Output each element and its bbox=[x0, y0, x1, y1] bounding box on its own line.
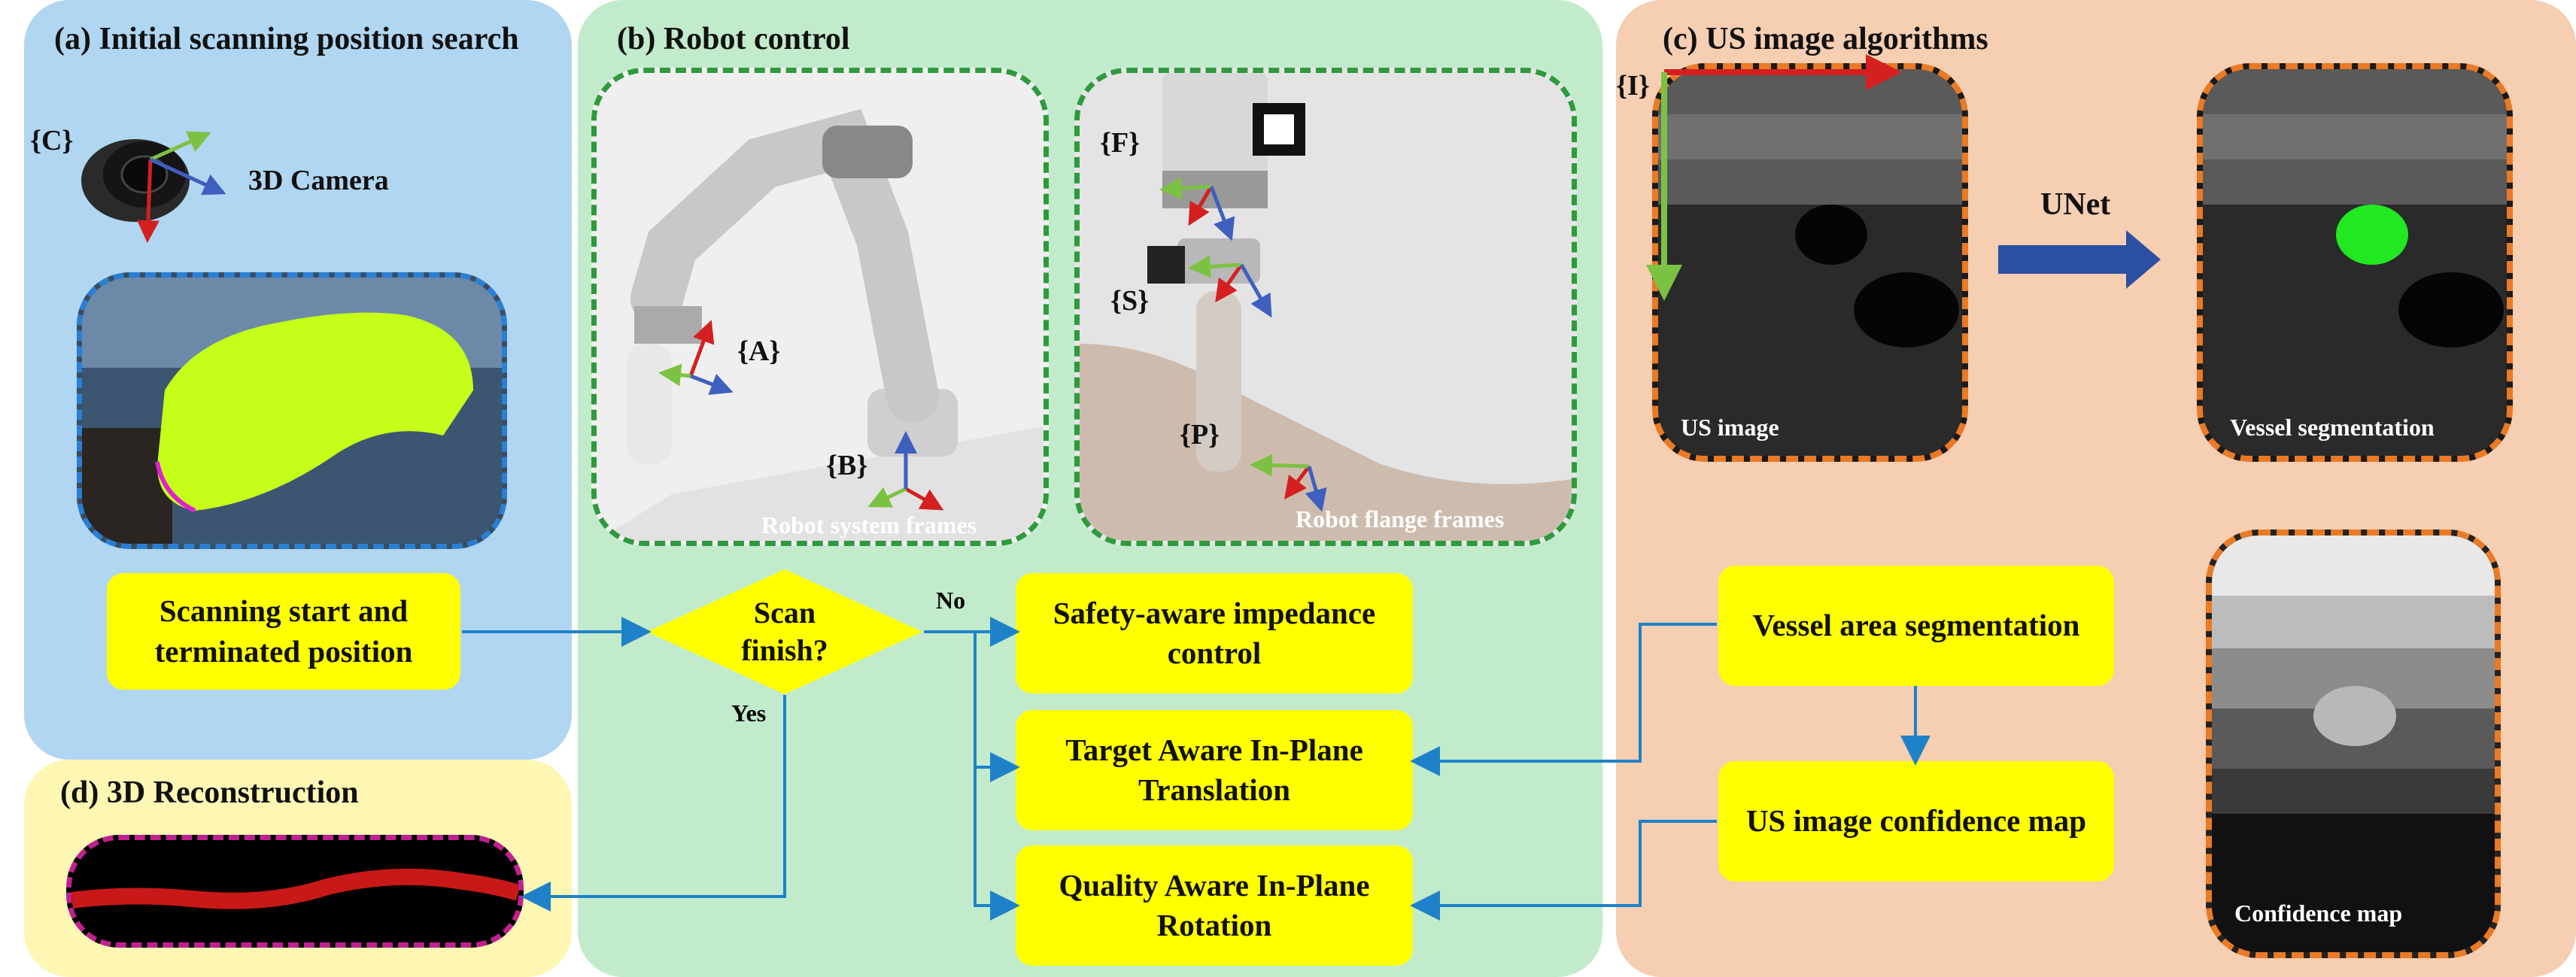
robot-system-image bbox=[591, 68, 1049, 546]
vessel-area-box: Vessel area segmentation bbox=[1718, 566, 2114, 686]
frame-b-label: {B} bbox=[826, 450, 868, 481]
us-image-caption: US image bbox=[1681, 414, 1779, 441]
frame-f-label: {F} bbox=[1100, 127, 1141, 159]
vessel-segmentation-image bbox=[2197, 63, 2513, 462]
camera-frame-label: {C} bbox=[30, 125, 74, 156]
confidence-map-image bbox=[2206, 529, 2501, 958]
reconstruction-image bbox=[66, 835, 524, 948]
frame-s-label: {S} bbox=[1110, 285, 1150, 317]
confidence-caption: Confidence map bbox=[2234, 900, 2403, 927]
panel-d-title: (d) 3D Reconstruction bbox=[60, 775, 359, 810]
unet-label: UNet bbox=[2040, 187, 2111, 222]
frame-p-label: {P} bbox=[1180, 419, 1220, 451]
frame-i-label: {I} bbox=[1616, 70, 1650, 102]
camera-icon bbox=[75, 128, 196, 226]
body-scan-image bbox=[77, 272, 507, 549]
translation-box: Target Aware In-Plane Translation bbox=[1016, 710, 1413, 830]
scan-finish-decision: Scan finish? bbox=[646, 568, 924, 696]
panel-a-title: (a) Initial scanning position search bbox=[54, 22, 519, 56]
decision-label: Scan finish? bbox=[741, 596, 828, 667]
safety-box: Safety-aware impedance control bbox=[1016, 573, 1413, 693]
frame-a-label: {A} bbox=[737, 335, 781, 367]
robot-system-caption: Robot system frames bbox=[761, 511, 977, 539]
segmentation-caption: Vessel segmentation bbox=[2230, 414, 2435, 441]
yes-label: Yes bbox=[731, 699, 767, 727]
rotation-box: Quality Aware In-Plane Rotation bbox=[1016, 845, 1413, 966]
robot-flange-image bbox=[1074, 68, 1577, 546]
panel-b-title: (b) Robot control bbox=[617, 22, 850, 56]
us-image bbox=[1652, 63, 1968, 462]
scanning-position-box: Scanning start and terminated position bbox=[107, 573, 460, 690]
no-label: No bbox=[936, 587, 966, 614]
robot-flange-caption: Robot flange frames bbox=[1296, 505, 1505, 532]
panel-c-title: (c) US image algorithms bbox=[1663, 22, 1988, 56]
camera-label: 3D Camera bbox=[248, 165, 389, 196]
confidence-box: US image confidence map bbox=[1718, 761, 2114, 881]
